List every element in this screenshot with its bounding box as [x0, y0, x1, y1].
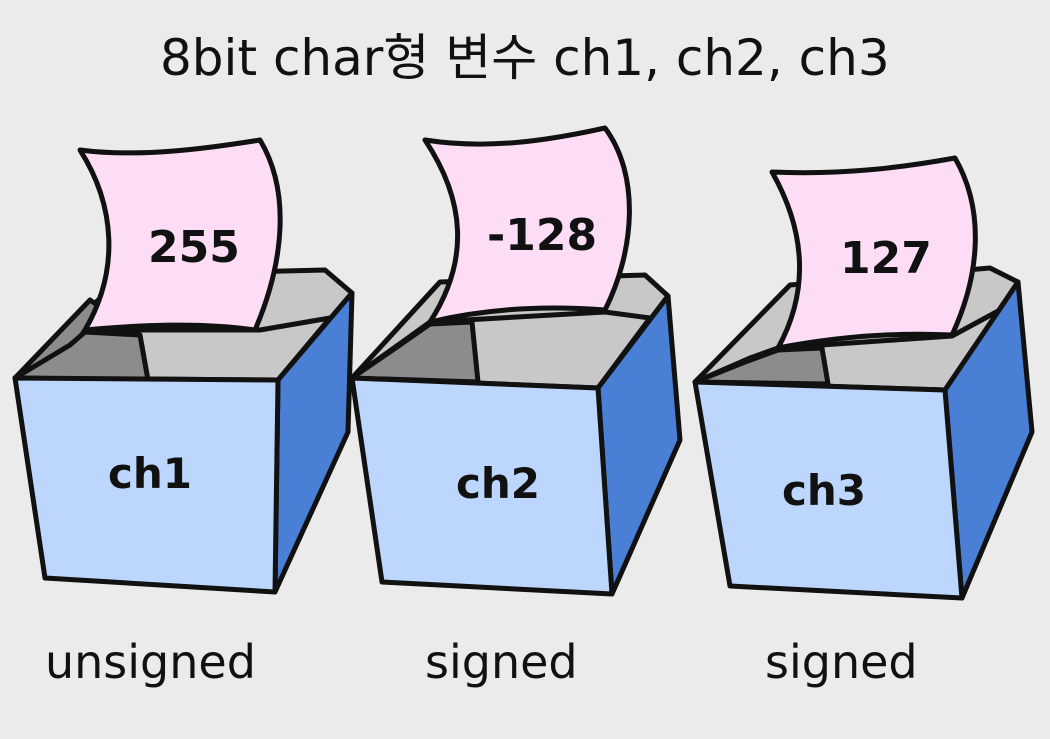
label-ch1: ch1	[108, 449, 192, 498]
type-label-ch1: unsigned	[45, 635, 256, 689]
value-ch2: -128	[487, 210, 597, 261]
variable-box-ch3: 127 ch3	[692, 155, 1035, 601]
value-ch3: 127	[840, 233, 932, 284]
label-ch3: ch3	[782, 466, 866, 515]
variable-box-ch1: 255 ch1	[12, 137, 355, 595]
box-ch1-front	[12, 375, 281, 595]
diagram-title: 8bit char형 변수 ch1, ch2, ch3	[160, 29, 890, 87]
type-label-ch2: signed	[425, 635, 578, 689]
value-ch1: 255	[148, 222, 240, 273]
type-label-ch3: signed	[765, 635, 918, 689]
box-ch3-front	[692, 379, 965, 601]
variable-box-ch2: -128 ch2	[349, 125, 683, 597]
box-ch2-front	[349, 375, 615, 597]
label-ch2: ch2	[456, 459, 540, 508]
